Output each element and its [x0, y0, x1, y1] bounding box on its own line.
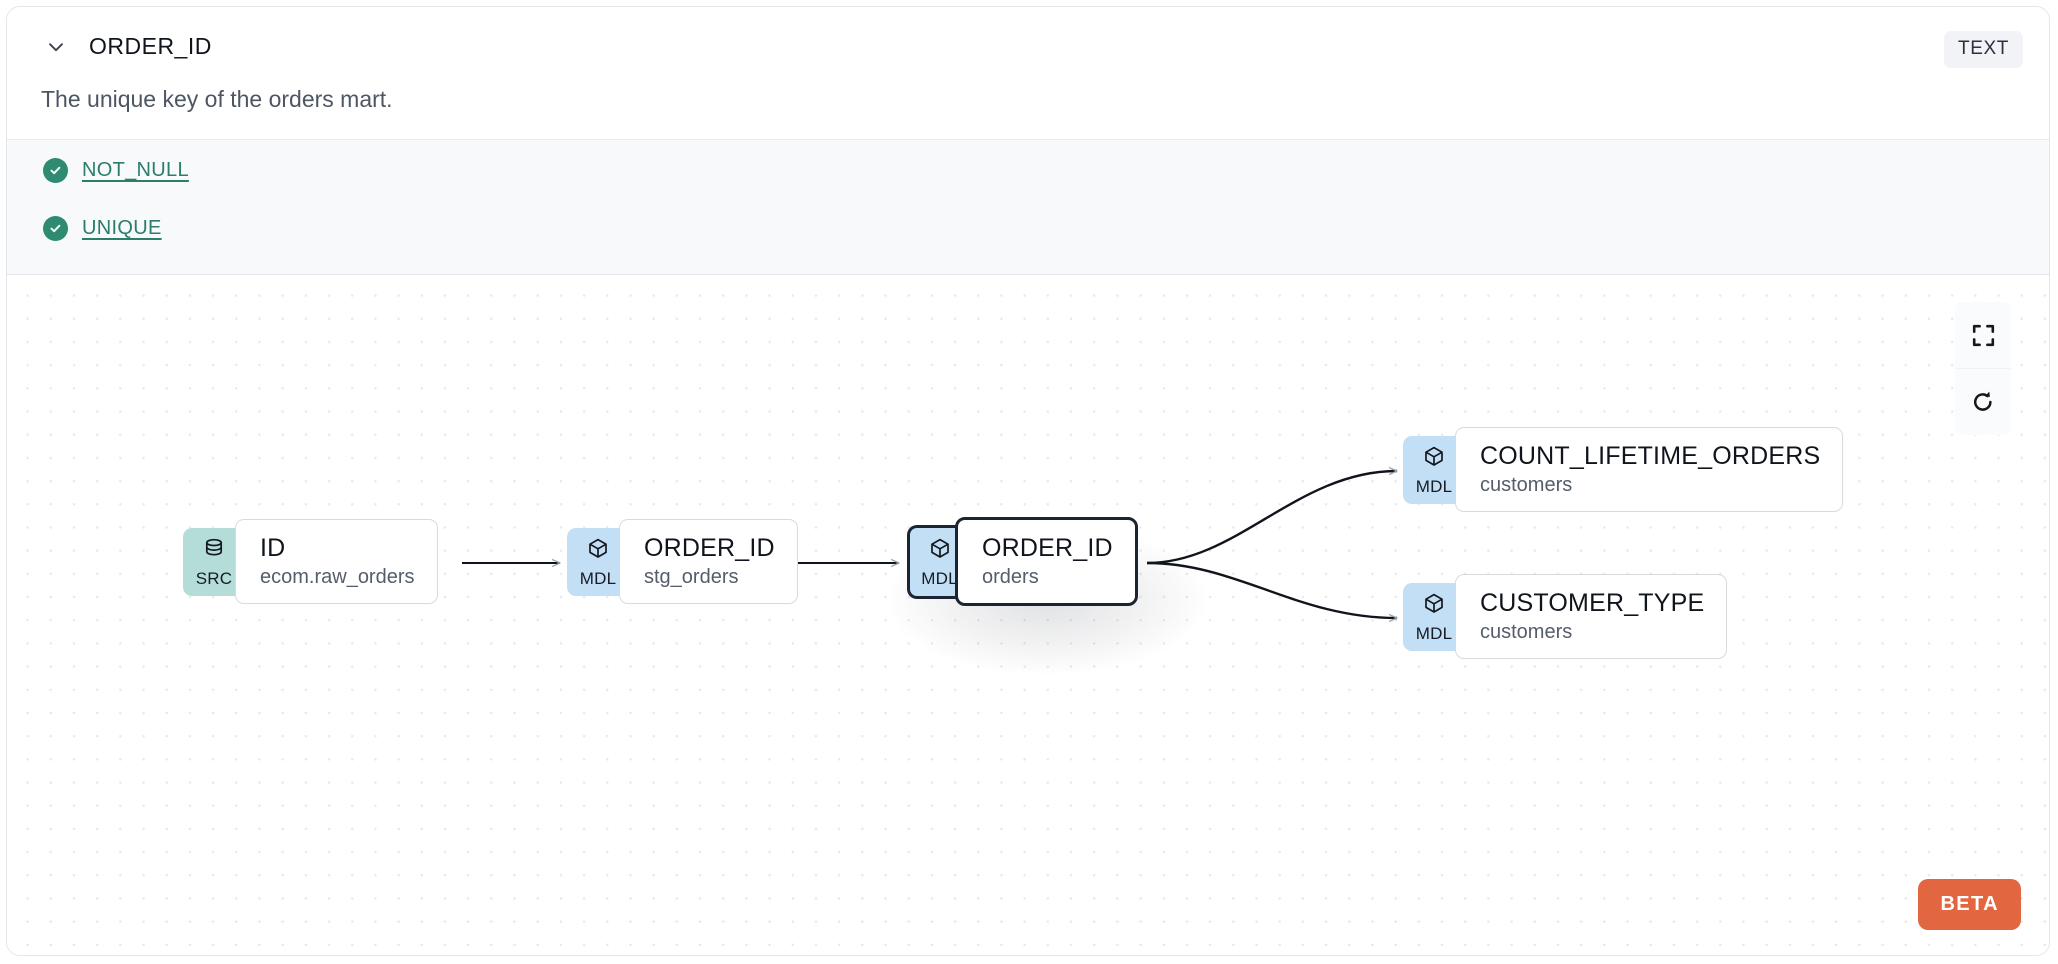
node-badge-label: SRC — [195, 569, 233, 588]
check-circle-icon — [43, 158, 68, 183]
node-body: CUSTOMER_TYPE customers — [1455, 574, 1728, 659]
test-row[interactable]: NOT_NULL — [43, 158, 189, 183]
node-subtitle: ecom.raw_orders — [260, 566, 415, 588]
tests-section: NOT_NULL UNIQUE — [7, 139, 2049, 275]
edge-orders-to-count-lifetime-orders — [1146, 471, 1397, 565]
canvas-controls — [1955, 302, 2011, 435]
node-name: COUNT_LIFETIME_ORDERS — [1480, 442, 1821, 470]
lineage-node-src-id[interactable]: SRC ID ecom.raw_orders — [183, 519, 438, 604]
column-description: The unique key of the orders mart. — [41, 86, 393, 112]
node-subtitle: customers — [1480, 621, 1573, 643]
test-link-not-null[interactable]: NOT_NULL — [82, 159, 189, 181]
lineage-node-stg-order-id[interactable]: MDL ORDER_ID stg_orders — [567, 519, 798, 604]
node-name: ID — [260, 534, 286, 562]
edge-orders-to-customer-type — [1146, 561, 1397, 618]
reset-button[interactable] — [1955, 368, 2011, 435]
node-badge-mdl: MDL — [1403, 435, 1465, 504]
refresh-icon — [1970, 389, 1996, 415]
node-name: CUSTOMER_TYPE — [1480, 589, 1705, 617]
database-icon — [201, 536, 227, 567]
lineage-edges — [462, 275, 2049, 956]
node-badge-label: MDL — [921, 569, 958, 588]
cube-icon — [1421, 444, 1447, 475]
chevron-down-icon[interactable] — [43, 34, 69, 60]
node-subtitle: orders — [982, 566, 1039, 588]
fullscreen-icon — [1971, 323, 1996, 348]
node-badge-src: SRC — [183, 527, 245, 596]
fit-view-button[interactable] — [1955, 302, 2011, 368]
test-link-unique[interactable]: UNIQUE — [82, 217, 162, 239]
data-type-badge: TEXT — [1944, 31, 2023, 68]
cube-icon — [927, 536, 953, 567]
cube-icon — [585, 536, 611, 567]
column-detail-card: ORDER_ID TEXT The unique key of the orde… — [6, 6, 2050, 956]
node-body: COUNT_LIFETIME_ORDERS customers — [1455, 427, 1844, 512]
node-badge-mdl: MDL — [567, 527, 629, 596]
cube-icon — [1421, 591, 1447, 622]
lineage-canvas[interactable]: SRC ID ecom.raw_orders MDL — [7, 275, 2049, 956]
test-row[interactable]: UNIQUE — [43, 216, 162, 241]
page-title: ORDER_ID — [89, 33, 212, 59]
card-header: ORDER_ID TEXT The unique key of the orde… — [7, 7, 2049, 139]
node-body: ID ecom.raw_orders — [235, 519, 438, 604]
lineage-node-orders-order-id[interactable]: MDL ORDER_ID orders — [907, 517, 1138, 606]
check-circle-icon — [43, 216, 68, 241]
column-title-row[interactable]: ORDER_ID — [43, 33, 212, 60]
node-body: ORDER_ID orders — [955, 517, 1138, 606]
node-badge-label: MDL — [1415, 477, 1453, 496]
node-name: ORDER_ID — [982, 534, 1113, 562]
lineage-node-customer-type[interactable]: MDL CUSTOMER_TYPE customers — [1403, 574, 1728, 659]
beta-badge[interactable]: BETA — [1918, 879, 2021, 930]
node-body: ORDER_ID stg_orders — [619, 519, 798, 604]
node-badge-label: MDL — [1415, 624, 1453, 643]
node-subtitle: customers — [1480, 474, 1573, 496]
node-name: ORDER_ID — [644, 534, 775, 562]
node-subtitle: stg_orders — [644, 566, 739, 588]
node-badge-label: MDL — [579, 569, 617, 588]
lineage-node-count-lifetime-orders[interactable]: MDL COUNT_LIFETIME_ORDERS customers — [1403, 427, 1844, 512]
node-badge-mdl: MDL — [1403, 582, 1465, 651]
